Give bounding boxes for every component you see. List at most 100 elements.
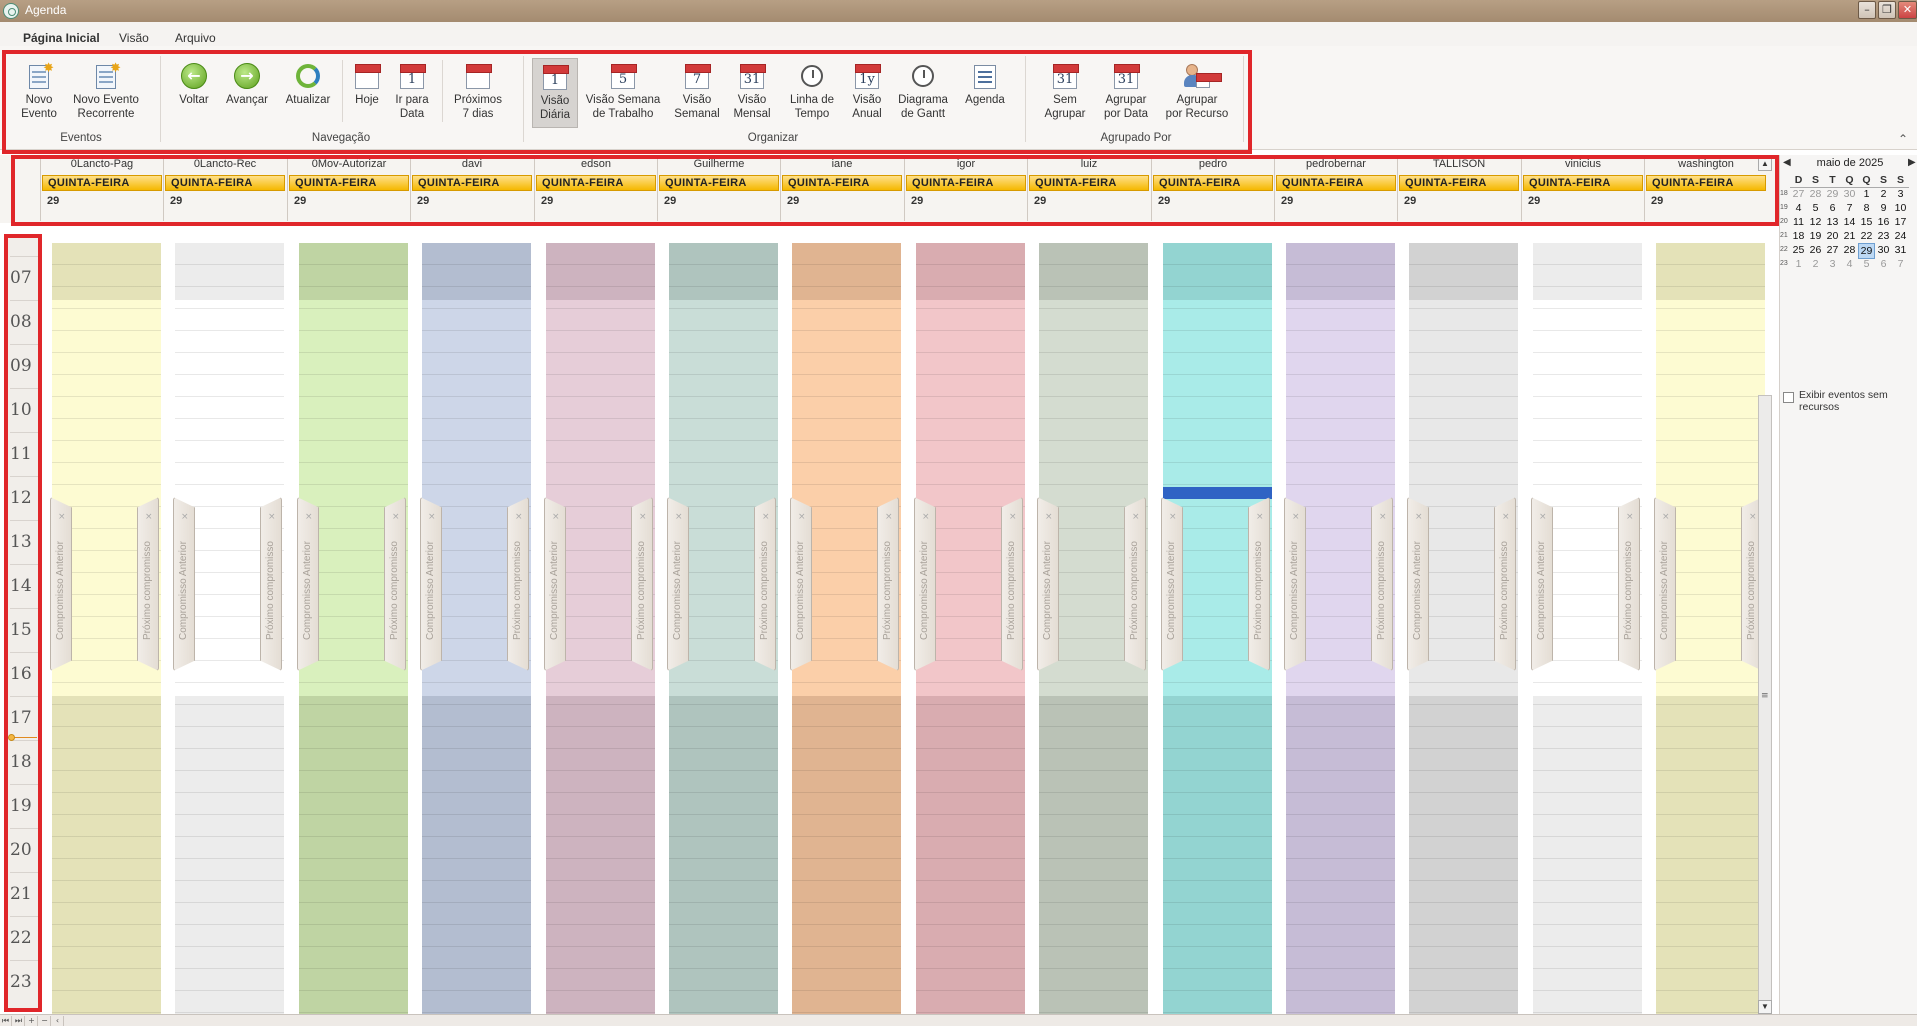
previous-appointment-tab[interactable]: ×Compromisso Anterior bbox=[420, 497, 442, 671]
zoom-in-icon[interactable]: + bbox=[26, 1016, 38, 1026]
close-icon[interactable]: × bbox=[1009, 512, 1017, 522]
next-appointment-tab[interactable]: ×Próximo compromisso bbox=[1371, 497, 1393, 671]
next-appointment-tab[interactable]: ×Próximo compromisso bbox=[1124, 497, 1146, 671]
calendar-day[interactable]: 30 bbox=[1877, 244, 1890, 256]
previous-appointment-tab[interactable]: ×Compromisso Anterior bbox=[50, 497, 72, 671]
hoje-button[interactable]: Hoje bbox=[347, 58, 387, 126]
calendar-day[interactable]: 15 bbox=[1860, 216, 1873, 228]
calendar-day[interactable]: 2 bbox=[1812, 258, 1819, 270]
maximize-button[interactable]: ❐ bbox=[1878, 1, 1896, 19]
next-appointment-tab[interactable]: ×Próximo compromisso bbox=[1248, 497, 1270, 671]
calendar-day[interactable]: 9 bbox=[1880, 202, 1887, 214]
resource-day-column[interactable] bbox=[669, 227, 778, 1014]
calendar-day[interactable]: 18 bbox=[1792, 230, 1805, 242]
close-icon[interactable]: × bbox=[1045, 512, 1053, 522]
calendar-day[interactable]: 4 bbox=[1846, 258, 1853, 270]
calendar-day[interactable]: 19 bbox=[1809, 230, 1822, 242]
calendar-day[interactable]: 30 bbox=[1843, 188, 1856, 200]
scroll-down-button[interactable]: ▼ bbox=[1758, 1000, 1772, 1014]
calendar-day[interactable]: 14 bbox=[1843, 216, 1856, 228]
close-icon[interactable]: × bbox=[639, 512, 647, 522]
calendar-day[interactable]: 27 bbox=[1826, 244, 1839, 256]
close-icon[interactable]: × bbox=[922, 512, 930, 522]
close-icon[interactable]: × bbox=[428, 512, 436, 522]
agenda-button[interactable]: Agenda bbox=[958, 58, 1012, 126]
close-icon[interactable]: × bbox=[1256, 512, 1264, 522]
next-appointment-tab[interactable]: ×Próximo compromisso bbox=[137, 497, 159, 671]
next-appointment-tab[interactable]: ×Próximo compromisso bbox=[1001, 497, 1023, 671]
close-icon[interactable]: × bbox=[268, 512, 276, 522]
calendar-day[interactable]: 1 bbox=[1795, 258, 1802, 270]
calendar-day[interactable]: 29 bbox=[1826, 188, 1839, 200]
calendar-day[interactable]: 3 bbox=[1829, 258, 1836, 270]
close-icon[interactable]: × bbox=[1502, 512, 1510, 522]
previous-appointment-tab[interactable]: ×Compromisso Anterior bbox=[1161, 497, 1183, 671]
close-icon[interactable]: × bbox=[392, 512, 400, 522]
previous-appointment-tab[interactable]: ×Compromisso Anterior bbox=[667, 497, 689, 671]
calendar-day[interactable]: 7 bbox=[1897, 258, 1904, 270]
calendar-day[interactable]: 28 bbox=[1843, 244, 1856, 256]
calendar-day[interactable]: 28 bbox=[1809, 188, 1822, 200]
next-appointment-tab[interactable]: ×Próximo compromisso bbox=[507, 497, 529, 671]
calendar-day[interactable]: 22 bbox=[1860, 230, 1873, 242]
vertical-scrollbar[interactable]: ≡ bbox=[1758, 395, 1772, 1005]
close-icon[interactable]: × bbox=[1662, 512, 1670, 522]
calendar-day[interactable]: 1 bbox=[1863, 188, 1870, 200]
close-icon[interactable]: × bbox=[1626, 512, 1634, 522]
resource-day-column[interactable] bbox=[175, 227, 284, 1014]
previous-appointment-tab[interactable]: ×Compromisso Anterior bbox=[1654, 497, 1676, 671]
calendar-day[interactable]: 17 bbox=[1894, 216, 1907, 228]
prev-month-icon[interactable]: ◀ bbox=[1783, 157, 1791, 168]
calendar-day[interactable]: 5 bbox=[1812, 202, 1819, 214]
close-icon[interactable]: × bbox=[305, 512, 313, 522]
voltar-button[interactable]: ←Voltar bbox=[168, 58, 220, 126]
show-events-checkbox[interactable] bbox=[1783, 392, 1794, 403]
close-icon[interactable]: × bbox=[1169, 512, 1177, 522]
first-record-icon[interactable]: ⏮ bbox=[0, 1016, 12, 1026]
previous-appointment-tab[interactable]: ×Compromisso Anterior bbox=[914, 497, 936, 671]
calendar-day[interactable]: 23 bbox=[1877, 230, 1890, 242]
calendar-day[interactable]: 3 bbox=[1897, 188, 1904, 200]
calendar-day[interactable]: 25 bbox=[1792, 244, 1805, 256]
scroll-up-button[interactable]: ▲ bbox=[1758, 157, 1772, 171]
calendar-day[interactable]: 26 bbox=[1809, 244, 1822, 256]
close-icon[interactable]: × bbox=[1132, 512, 1140, 522]
calendar-day[interactable]: 8 bbox=[1863, 202, 1870, 214]
calendar-day[interactable]: 12 bbox=[1809, 216, 1822, 228]
next-appointment-tab[interactable]: ×Próximo compromisso bbox=[1494, 497, 1516, 671]
close-icon[interactable]: × bbox=[58, 512, 66, 522]
calendar-day[interactable]: 24 bbox=[1894, 230, 1907, 242]
last-record-icon[interactable]: ⏭ bbox=[13, 1016, 25, 1026]
minimize-button[interactable]: – bbox=[1858, 1, 1876, 19]
previous-appointment-tab[interactable]: ×Compromisso Anterior bbox=[544, 497, 566, 671]
calendar-day[interactable]: 4 bbox=[1795, 202, 1802, 214]
next-appointment-tab[interactable]: ×Próximo compromisso bbox=[1618, 497, 1640, 671]
calendar-day[interactable]: 7 bbox=[1846, 202, 1853, 214]
calendar-day[interactable]: 31 bbox=[1894, 244, 1907, 256]
close-icon[interactable]: × bbox=[1539, 512, 1547, 522]
tab-pagina-inicial[interactable]: Página Inicial bbox=[23, 31, 100, 45]
previous-appointment-tab[interactable]: ×Compromisso Anterior bbox=[1037, 497, 1059, 671]
calendar-day[interactable]: 6 bbox=[1880, 258, 1887, 270]
calendar-day[interactable]: 5 bbox=[1863, 258, 1870, 270]
next-appointment-tab[interactable]: ×Próximo compromisso bbox=[877, 497, 899, 671]
calendar-day[interactable]: 16 bbox=[1877, 216, 1890, 228]
previous-appointment-tab[interactable]: ×Compromisso Anterior bbox=[297, 497, 319, 671]
